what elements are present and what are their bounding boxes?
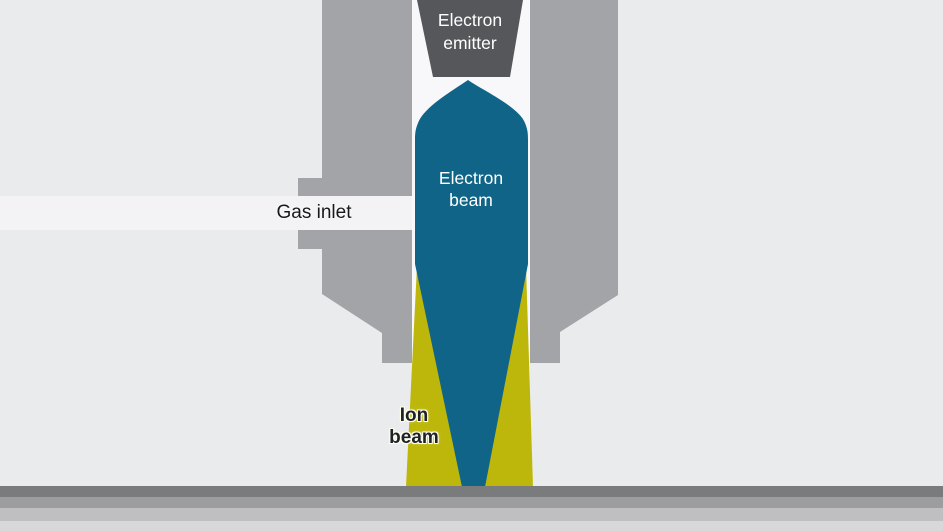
gas-inlet-upper-flange xyxy=(298,178,322,196)
electron-beam-shape xyxy=(415,80,528,487)
surface-layer-bottom xyxy=(0,521,943,531)
surface-layer-2 xyxy=(0,497,943,508)
gas-inlet-lower-flange xyxy=(298,230,322,249)
right-column-shape xyxy=(530,0,618,363)
surface-layer-3 xyxy=(0,508,943,521)
electron-emitter-label: Electron emitter xyxy=(437,10,503,53)
electron-emitter-shape xyxy=(417,0,523,77)
gas-inlet-label: Gas inlet xyxy=(276,202,352,223)
surface-layer-top xyxy=(0,486,943,497)
electron-beam-label: Electron beam xyxy=(438,168,504,210)
gas-inlet-channel xyxy=(0,196,412,230)
left-column-shape xyxy=(322,0,412,363)
ion-beam-label: Ion beam xyxy=(389,405,439,448)
